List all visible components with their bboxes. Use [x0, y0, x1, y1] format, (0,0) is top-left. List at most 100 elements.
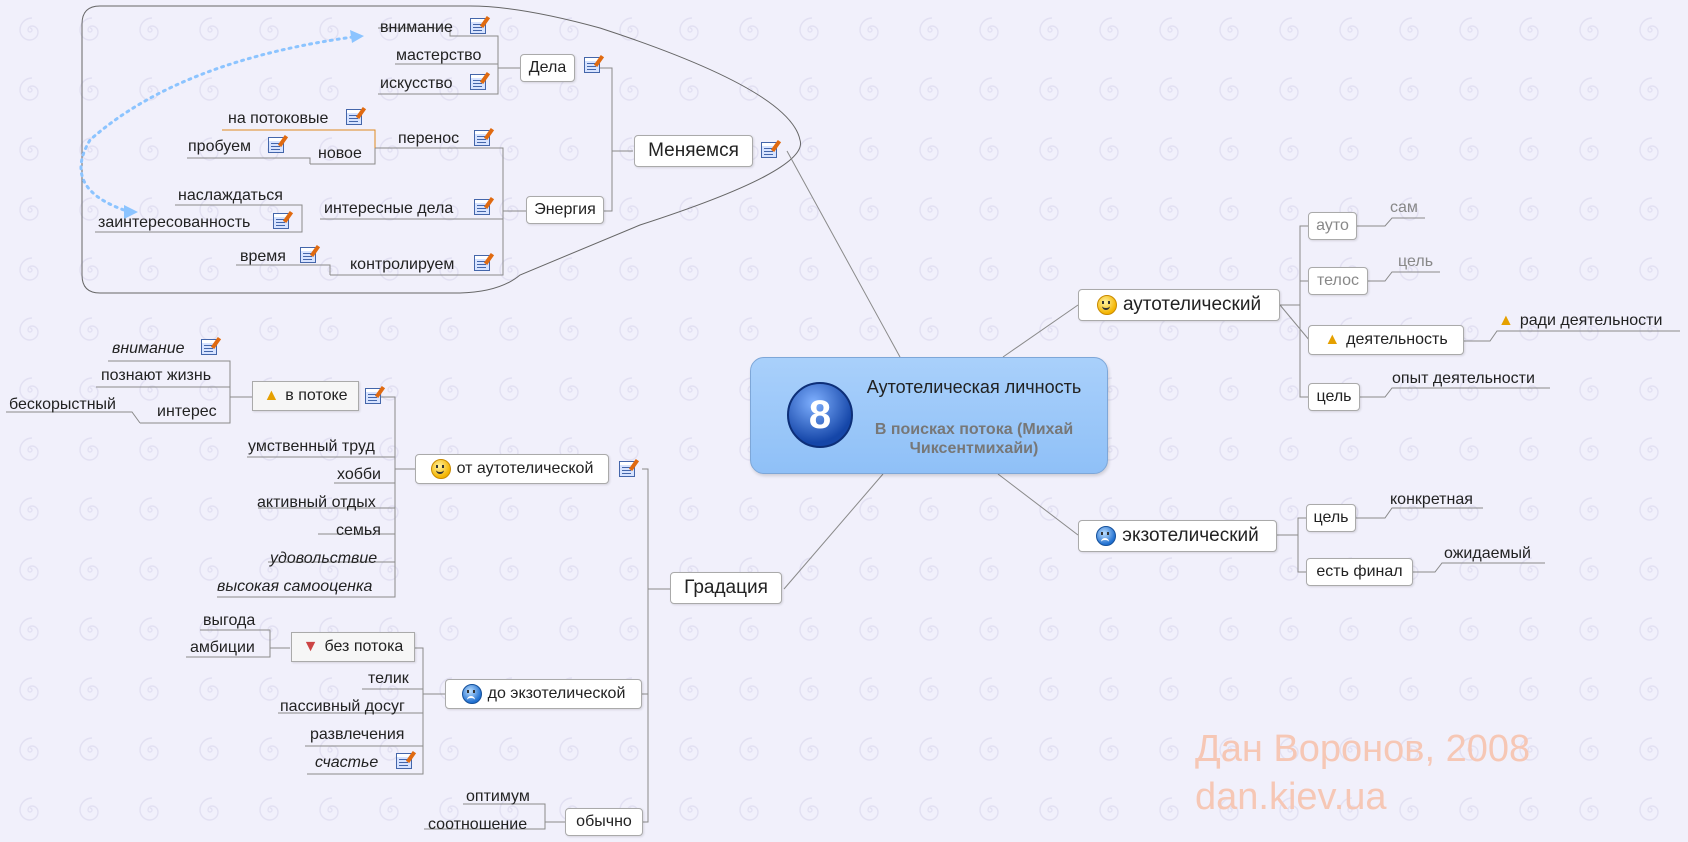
note-icon[interactable]	[470, 18, 486, 34]
leaf-semya[interactable]: семья	[336, 522, 381, 539]
topic-tsel[interactable]: цель	[1308, 383, 1360, 411]
leaf-passivnyy-dosug[interactable]: пассивный досуг	[280, 698, 405, 715]
topic-menyaemsya-label: Меняемся	[648, 140, 739, 161]
topic-obychno-label: обычно	[576, 813, 632, 830]
note-icon[interactable]	[201, 339, 217, 355]
leaf-zainteresovannost[interactable]: заинтересованность	[98, 214, 251, 231]
note-icon[interactable]	[268, 137, 284, 153]
topic-dela-label: Дела	[528, 59, 567, 76]
leaf-vremya[interactable]: время	[240, 248, 286, 265]
note-icon[interactable]	[474, 130, 490, 146]
sad-icon	[1096, 526, 1117, 546]
topic-exotelic-label: экзотелический	[1122, 525, 1259, 546]
topic-est-final[interactable]: есть финал	[1306, 558, 1413, 586]
topic-exo-tsel-label: цель	[1313, 509, 1349, 526]
thumbs-up-icon: ▲	[263, 387, 280, 404]
note-icon[interactable]	[365, 388, 381, 404]
topic-energiya-label: Энергия	[534, 201, 596, 218]
topic-gradatsiya-label: Градация	[684, 577, 768, 598]
topic-v-potoke[interactable]: ▲ в потоке	[252, 381, 359, 411]
note-icon[interactable]	[300, 247, 316, 263]
leaf-ozhidaemyy[interactable]: ожидаемый	[1444, 545, 1531, 562]
leaf-vysokaya-samootsenka[interactable]: высокая самооценка	[217, 578, 373, 595]
central-title: Аутотелическая личность	[866, 377, 1082, 397]
topic-autotelic[interactable]: аутотелический	[1078, 289, 1280, 321]
leaf-poznayut-zhizn[interactable]: познают жизнь	[101, 367, 212, 384]
leaf-aktivnyy-otdykh[interactable]: активный отдых	[257, 494, 376, 511]
note-icon[interactable]	[346, 109, 362, 125]
leaf-iskusstvo[interactable]: искусство	[380, 75, 453, 92]
leaf-radi-deyatelnosti-label: ради деятельности	[1519, 312, 1663, 330]
leaf-ambitsii[interactable]: амбиции	[190, 639, 255, 656]
sad-icon	[461, 684, 482, 704]
topic-telos-label: телос	[1317, 272, 1359, 289]
topic-obychno[interactable]: обычно	[565, 808, 643, 836]
leaf-sootnoshenie[interactable]: соотношение	[428, 816, 528, 833]
topic-est-final-label: есть финал	[1316, 563, 1403, 580]
leaf-vnimanie-italic[interactable]: внимание	[112, 340, 185, 357]
leaf-tsel-grey[interactable]: цель	[1398, 253, 1434, 270]
topic-v-potoke-label: в потоке	[285, 387, 348, 404]
leaf-razvlecheniya[interactable]: развлечения	[310, 726, 405, 743]
topic-tsel-label: цель	[1316, 388, 1352, 405]
topic-ot-autotelicheskoy-label: от аутотелической	[456, 460, 594, 477]
leaf-beskorystnyy[interactable]: бескорыстный	[9, 396, 116, 413]
topic-autotelic-label: аутотелический	[1122, 294, 1262, 315]
topic-do-exotelicheskoy-label: до экзотелической	[487, 685, 626, 702]
note-icon[interactable]	[396, 753, 412, 769]
topic-energiya[interactable]: Энергия	[526, 196, 604, 224]
leaf-na-potokovye[interactable]: на потоковые	[228, 110, 329, 127]
leaf-udovolstvie[interactable]: удовольствие	[270, 550, 378, 567]
smile-icon	[1096, 295, 1117, 315]
leaf-khobbi[interactable]: хобби	[337, 466, 381, 483]
author-watermark: Дан Воронов, 2008 dan.kiev.ua	[1195, 725, 1530, 821]
topic-gradatsiya[interactable]: Градация	[670, 572, 782, 604]
topic-ot-autotelicheskoy[interactable]: от аутотелической	[415, 454, 609, 484]
note-icon[interactable]	[761, 142, 777, 158]
note-icon[interactable]	[619, 461, 635, 477]
leaf-naslazhdatsya[interactable]: наслаждаться	[178, 187, 283, 204]
leaf-masterstvo[interactable]: мастерство	[396, 47, 482, 64]
note-icon[interactable]	[584, 57, 600, 73]
note-icon[interactable]	[474, 199, 490, 215]
topic-exo-tsel[interactable]: цель	[1306, 504, 1356, 532]
leaf-interes[interactable]: интерес	[157, 403, 217, 420]
leaf-radi-deyatelnosti[interactable]: ▲ради деятельности	[1498, 311, 1662, 331]
leaf-vnimanie[interactable]: внимание	[380, 19, 453, 36]
leaf-umstvennyy-trud[interactable]: умственный труд	[248, 438, 375, 455]
central-topic[interactable]: 8 Аутотелическая личность В поисках пото…	[750, 357, 1108, 474]
leaf-konkretnaya[interactable]: конкретная	[1390, 491, 1473, 508]
dotted-arrow	[79, 34, 362, 214]
leaf-novoe[interactable]: новое	[318, 145, 362, 162]
leaf-perenos[interactable]: перенос	[398, 130, 460, 147]
topic-dela[interactable]: Дела	[520, 54, 575, 82]
thumbs-up-icon: ▲	[1324, 331, 1341, 348]
central-subtitle: В поисках потока (Михай Чиксентмихайи)	[874, 421, 1074, 457]
smile-icon	[430, 459, 451, 479]
watermark-site: dan.kiev.ua	[1195, 776, 1387, 818]
topic-bez-potoka-label: без потока	[324, 638, 404, 655]
topic-auto[interactable]: ауто	[1308, 212, 1357, 240]
topic-bez-potoka[interactable]: ▼без потока	[291, 632, 415, 662]
topic-do-exotelicheskoy[interactable]: до экзотелической	[445, 679, 642, 709]
note-icon[interactable]	[470, 74, 486, 90]
leaf-vygoda[interactable]: выгода	[203, 612, 256, 629]
leaf-telik[interactable]: телик	[368, 670, 409, 687]
topic-deyatelnost-label: деятельность	[1346, 331, 1448, 348]
topic-auto-label: ауто	[1316, 217, 1349, 234]
leaf-sam[interactable]: сам	[1390, 199, 1418, 216]
number-badge-icon: 8	[787, 382, 853, 448]
leaf-schaste[interactable]: счастье	[315, 754, 379, 771]
topic-menyaemsya[interactable]: Меняемся	[634, 135, 753, 167]
watermark-author: Дан Воронов, 2008	[1195, 728, 1531, 770]
leaf-opyt-deyatelnosti[interactable]: опыт деятельности	[1392, 370, 1535, 387]
note-icon[interactable]	[273, 213, 289, 229]
leaf-interesnye-dela[interactable]: интересные дела	[324, 200, 454, 217]
leaf-kontroliruem[interactable]: контролируем	[350, 256, 455, 273]
note-icon[interactable]	[474, 255, 490, 271]
topic-deyatelnost[interactable]: ▲ деятельность	[1308, 325, 1464, 355]
leaf-optimum[interactable]: оптимум	[466, 788, 530, 805]
leaf-probuem[interactable]: пробуем	[188, 138, 251, 155]
topic-exotelic[interactable]: экзотелический	[1078, 520, 1277, 552]
topic-telos[interactable]: телос	[1308, 267, 1368, 295]
